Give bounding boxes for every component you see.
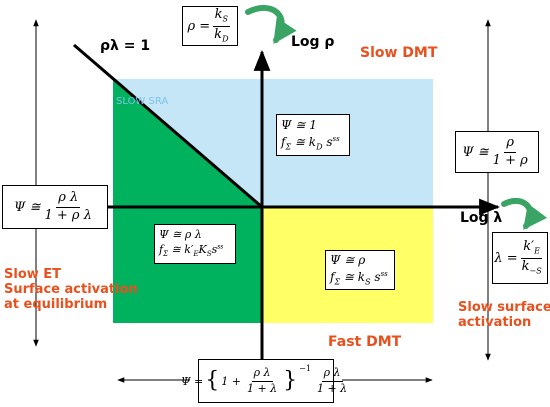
slow-et-line-3: at equilibrium xyxy=(4,297,108,312)
slow-surface-line-1: Slow surface xyxy=(458,300,550,315)
rho-lhs: ρ = xyxy=(187,18,211,34)
psi-rholambda-box: Ψ ≅ ρ λ 1 + ρ λ xyxy=(2,185,108,229)
lambda-definition-box: λ = k′E k−S xyxy=(492,232,548,284)
psi-rho-over-1-plus-rho-box: Ψ ≅ ρ 1 + ρ xyxy=(455,131,539,173)
fast-dmt-label: Fast DMT xyxy=(328,334,402,350)
yellow-zone-psi: Ψ ≅ ρ xyxy=(330,253,366,268)
general-psi-formula-box: Ψ = { 1 + ρ λ 1 + λ } −1 ρ λ 1 + λ xyxy=(181,359,347,403)
green-curved-arrow-rho xyxy=(245,5,297,44)
rho-num: k xyxy=(214,7,223,23)
general-psi-lhs: Ψ = xyxy=(180,374,204,388)
green-zone-psi: Ψ ≅ ρ λ xyxy=(159,228,202,242)
x-axis-label: Log λ xyxy=(460,210,503,226)
lambda-den: k xyxy=(521,258,530,274)
right-den: 1 + λ xyxy=(316,381,348,395)
y-axis-label: Log ρ xyxy=(291,34,335,50)
right-num: ρ λ xyxy=(321,367,343,382)
lambda-num-sub: E xyxy=(534,246,540,256)
diagonal-label: ρλ = 1 xyxy=(100,38,151,54)
rho-den: k xyxy=(214,26,223,42)
slow-et-line-2: Surface activation xyxy=(4,282,138,297)
yellow-zone-formula-box: Ψ ≅ ρ fΣ ≅ kS sss xyxy=(325,250,395,290)
blue-zone-f: fΣ ≅ kD sss xyxy=(281,134,340,151)
green-zone-formula-box: Ψ ≅ ρ λ fΣ ≅ k′EKSsss xyxy=(154,224,236,264)
lambda-den-sub: −S xyxy=(529,266,542,276)
rho-definition-box: ρ = kS kD xyxy=(182,6,238,46)
inverse-exponent: −1 xyxy=(299,364,311,373)
slow-et-line-1: Slow ET xyxy=(4,267,62,282)
psi-rholambda-fraction: ρ λ 1 + ρ λ xyxy=(42,190,93,223)
psi-rho-den: 1 + ρ xyxy=(492,152,528,168)
slow-et-annotation: Slow ET Surface activation at equilibriu… xyxy=(4,267,138,312)
lambda-lhs: λ = xyxy=(494,250,518,266)
inner-fraction: ρ λ 1 + λ xyxy=(245,367,279,394)
blue-zone-formula-box: Ψ ≅ 1 fΣ ≅ kD sss xyxy=(276,114,350,156)
blue-zone-psi: Ψ ≅ 1 xyxy=(281,118,317,133)
psi-rho-lhs: Ψ ≅ xyxy=(462,144,489,160)
inner-den: 1 + λ xyxy=(246,381,278,395)
psi-rho-num: ρ xyxy=(504,135,517,153)
right-fraction: ρ λ 1 + λ xyxy=(315,367,349,394)
rho-fraction: kS kD xyxy=(212,7,231,44)
inner-num: ρ λ xyxy=(251,367,273,382)
slow-surface-activation-annotation: Slow surface activation xyxy=(458,300,550,330)
green-zone-f: fΣ ≅ k′EKSsss xyxy=(159,243,224,259)
lambda-fraction: k′E k−S xyxy=(520,239,544,276)
green-curved-arrow-lambda xyxy=(501,197,548,230)
yellow-zone-f: fΣ ≅ kS sss xyxy=(330,269,388,286)
lambda-num: k′ xyxy=(523,239,535,255)
faint-watermark-text: SLOW SRA xyxy=(116,96,169,107)
brace-open: { xyxy=(205,368,220,393)
one-plus: 1 + xyxy=(221,374,241,388)
psi-rho-fraction: ρ 1 + ρ xyxy=(491,135,530,168)
diagonal-line-rho-lambda-1 xyxy=(73,43,263,209)
slow-dmt-label: Slow DMT xyxy=(360,45,438,61)
rho-den-sub: D xyxy=(222,34,229,44)
brace-close: } xyxy=(283,368,298,393)
slow-surface-line-2: activation xyxy=(458,315,532,330)
psi-rholambda-den: 1 + ρ λ xyxy=(44,207,92,223)
psi-rholambda-lhs: Ψ ≅ xyxy=(14,199,41,215)
psi-rholambda-num: ρ λ xyxy=(56,190,81,208)
rho-num-sub: S xyxy=(222,14,229,24)
